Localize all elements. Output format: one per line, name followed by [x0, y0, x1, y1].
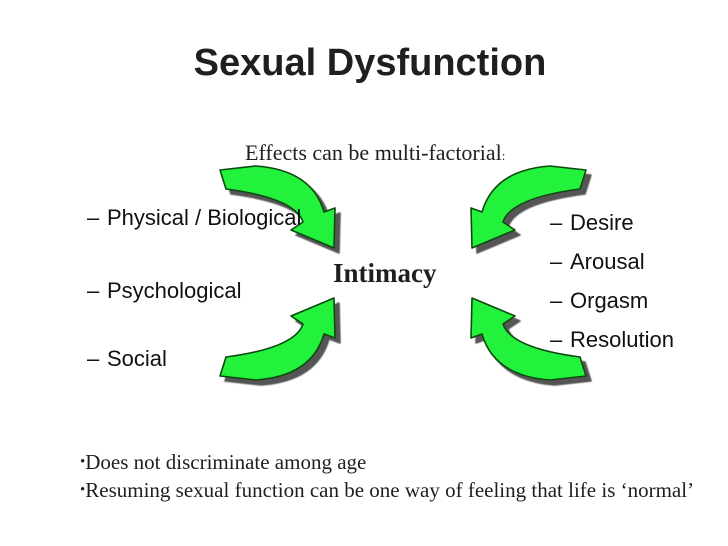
list-item-text: Social: [107, 346, 167, 371]
list-dash: –: [550, 249, 563, 274]
bullet-text: Does not discriminate among age: [85, 450, 367, 474]
slide-title: Sexual Dysfunction: [193, 42, 547, 84]
subtitle-colon: :: [501, 148, 506, 163]
list-item: –Physical / Biological: [87, 205, 302, 231]
list-dash: –: [87, 205, 100, 230]
arrow-top-left-icon: [219, 165, 336, 249]
list-item-text: Psychological: [107, 278, 242, 303]
bullet-item: •Resuming sexual function can be one way…: [80, 476, 728, 504]
center-label: Intimacy: [333, 258, 437, 288]
list-dash: –: [550, 210, 563, 235]
list-item: –Psychological: [87, 278, 242, 304]
list-dash: –: [87, 278, 100, 303]
list-dash: –: [87, 346, 100, 371]
bullet-icon: •: [80, 482, 86, 498]
bullet-text: Resuming sexual function can be one way …: [85, 478, 695, 502]
bullet-item: •Does not discriminate among age: [80, 448, 728, 476]
list-item: –Arousal: [550, 249, 645, 275]
list-item-text: Desire: [570, 210, 634, 235]
list-item-text: Arousal: [570, 249, 645, 274]
list-item: –Social: [87, 346, 167, 372]
arrow-top-right-icon: [470, 165, 587, 249]
bullet-icon: •: [80, 454, 86, 470]
list-item-text: Physical / Biological: [107, 205, 302, 230]
bullet-notes: •Does not discriminate among age •Resumi…: [80, 448, 728, 504]
subtitle: Effects can be multi-factorial:: [245, 140, 505, 166]
list-item: –Orgasm: [550, 288, 648, 314]
arrow-bottom-left-icon: [219, 297, 336, 381]
list-item: –Desire: [550, 210, 634, 236]
list-dash: –: [550, 327, 563, 352]
arrow-bottom-right-icon: [470, 297, 587, 381]
subtitle-text: Effects can be multi-factorial: [245, 140, 502, 165]
list-item-text: Orgasm: [570, 288, 649, 313]
list-item-text: Resolution: [570, 327, 674, 352]
list-item: –Resolution: [550, 327, 674, 353]
list-dash: –: [550, 288, 563, 313]
